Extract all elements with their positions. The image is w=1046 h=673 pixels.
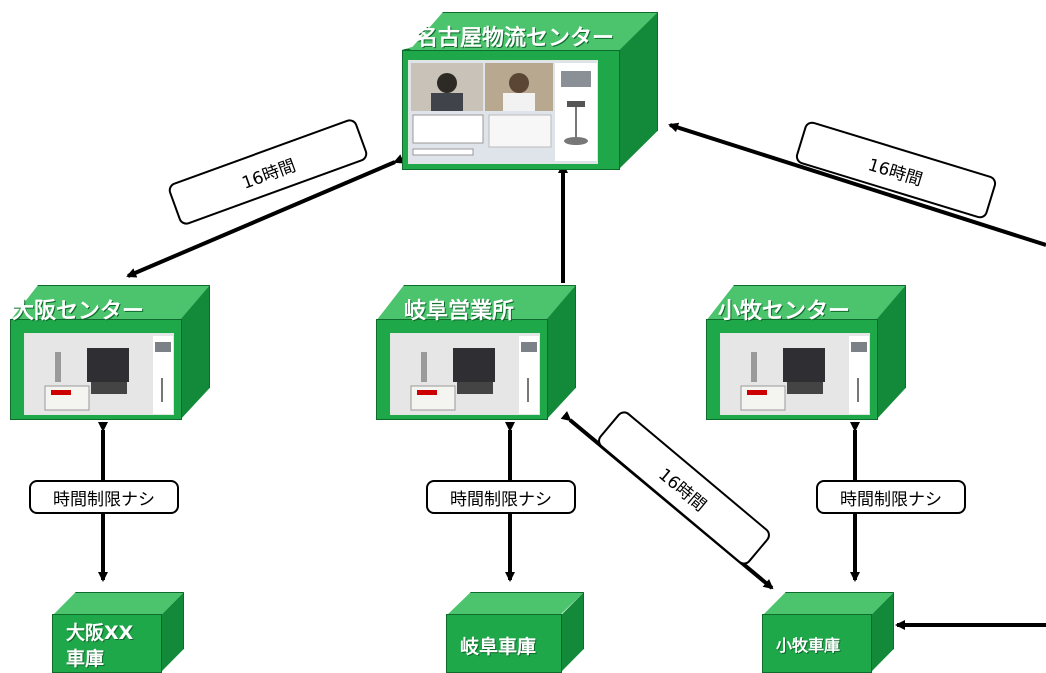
box-top-face — [762, 592, 894, 616]
equipment-photo — [24, 333, 174, 415]
equipment-photo — [390, 333, 540, 415]
node-title: 岐阜営業所 — [404, 299, 515, 324]
node-title: 岐阜車庫 — [460, 636, 537, 658]
node-title: 大阪XX 車庫 — [66, 622, 134, 670]
node-nagoya: 名古屋物流センター — [402, 12, 658, 170]
node-title: 大阪センター — [12, 299, 145, 324]
arrow-right-nagoya — [668, 122, 1046, 247]
node-title: 小牧車庫 — [776, 636, 841, 655]
label-osaka-limit: 時間制限ナシ — [29, 480, 179, 514]
box-front — [52, 614, 162, 673]
label-komaki-limit: 時間制限ナシ — [816, 480, 966, 514]
box-front — [762, 614, 872, 673]
node-osaka-depot: 大阪XX 車庫 — [52, 592, 184, 673]
box-top-face — [706, 285, 906, 321]
arrow-nagoya-osaka — [126, 154, 405, 278]
node-komaki-center: 小牧センター — [706, 285, 906, 420]
node-title: 小牧センター — [718, 299, 851, 324]
box-top-face — [446, 592, 584, 616]
node-title: 名古屋物流センター — [416, 26, 615, 51]
node-gifu-office: 岐阜営業所 — [376, 285, 576, 420]
label-gifu-limit: 時間制限ナシ — [426, 480, 576, 514]
node-komaki-depot: 小牧車庫 — [762, 592, 894, 673]
node-osaka-center: 大阪センター — [10, 285, 210, 420]
equipment-photo — [720, 333, 870, 415]
videoconf-screenshot — [408, 60, 598, 164]
node-gifu-depot: 岐阜車庫 — [446, 592, 584, 673]
